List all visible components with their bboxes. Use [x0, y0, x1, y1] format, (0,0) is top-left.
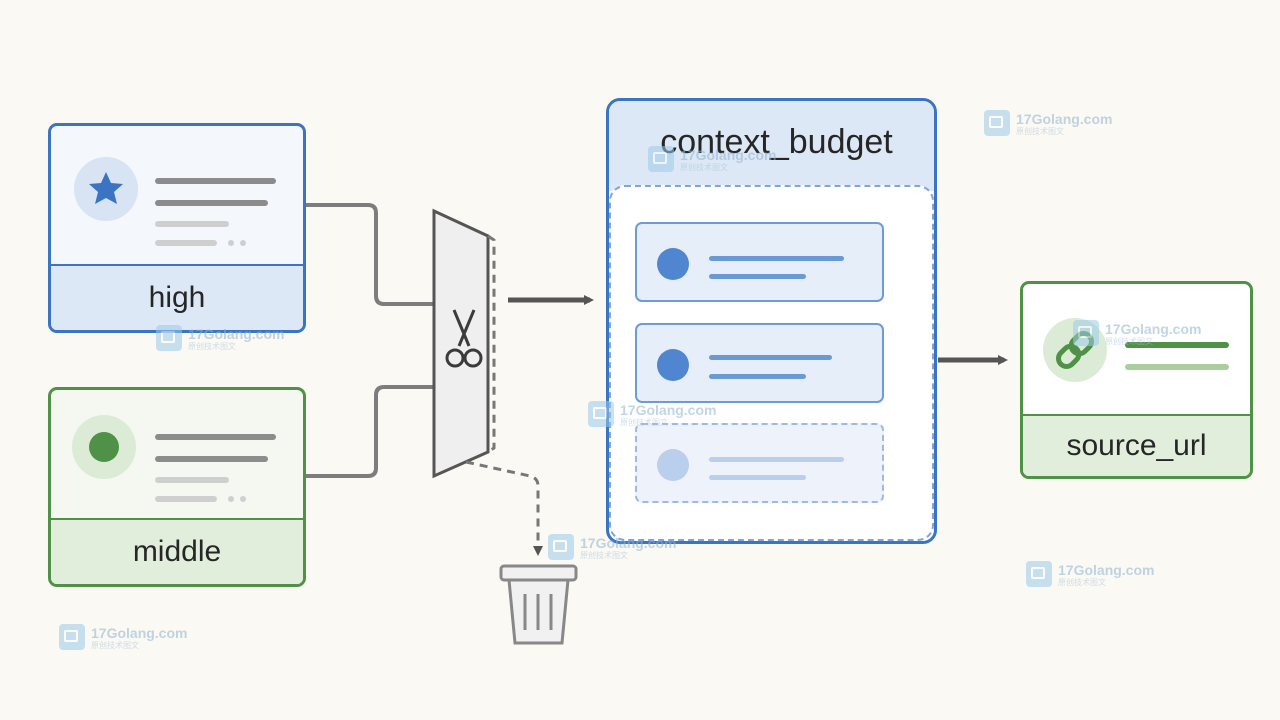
- budget-slot-filled: [635, 323, 884, 403]
- watermark-logo-icon: [648, 146, 674, 172]
- output-card-content: [1043, 318, 1229, 382]
- card-content-high: [74, 157, 276, 246]
- slot-dot-icon: [657, 248, 689, 280]
- slot-content: [657, 449, 844, 481]
- watermark-logo-icon: [1073, 320, 1099, 346]
- input-card-high: high: [48, 123, 306, 333]
- watermark-logo-icon: [59, 624, 85, 650]
- slot-content: [657, 349, 832, 381]
- card-content-middle: [72, 415, 276, 502]
- watermark-logo-icon: [984, 110, 1010, 136]
- watermark-logo-icon: [548, 534, 574, 560]
- filter-dashed-edge: [487, 234, 496, 454]
- budget-slot-empty: [635, 423, 884, 503]
- context-budget-title: context_budget: [660, 123, 893, 161]
- slot-dot-icon: [657, 449, 689, 481]
- connector-middle-to-filter: [306, 385, 436, 478]
- input-label-high: high: [51, 264, 303, 330]
- star-icon: [89, 172, 123, 204]
- input-label-middle: middle: [51, 518, 303, 584]
- output-label: source_url: [1023, 414, 1250, 476]
- trash-icon: [499, 564, 578, 645]
- slot-content: [657, 248, 844, 280]
- budget-slot-filled: [635, 222, 884, 302]
- watermark-logo-icon: [156, 325, 182, 351]
- output-card-source-url: source_url: [1020, 281, 1253, 479]
- watermark-logo-icon: [588, 401, 614, 427]
- watermark-logo-icon: [1026, 561, 1052, 587]
- scissors-icon: [445, 309, 483, 368]
- connector-high-to-filter: [306, 203, 436, 306]
- slot-dot-icon: [657, 349, 689, 381]
- arrow-filter-to-trash: [465, 460, 543, 556]
- input-card-middle: middle: [48, 387, 306, 587]
- dot-icon: [89, 432, 119, 462]
